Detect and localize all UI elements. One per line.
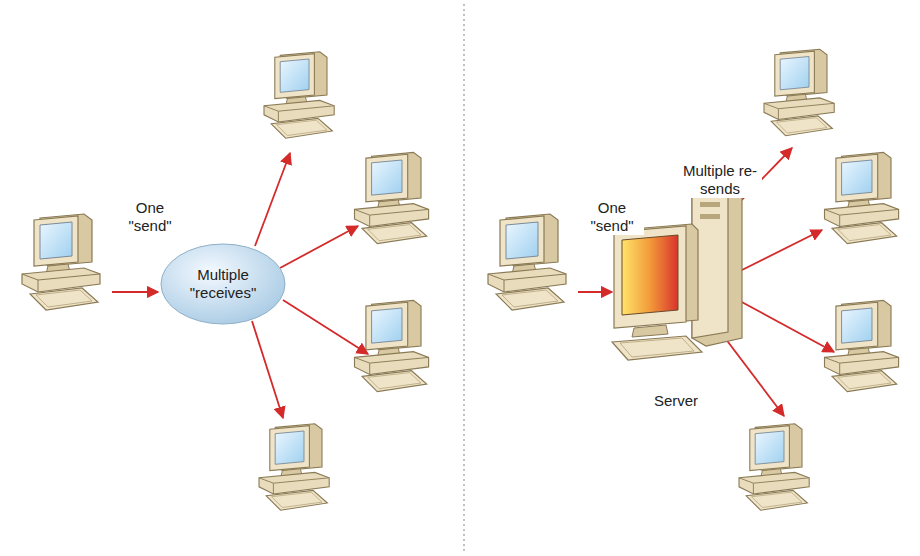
divider-line [463, 4, 464, 552]
node-text: Multiple "receives" [175, 266, 271, 302]
computer-icons [22, 49, 899, 510]
note-label: One "send" [118, 199, 182, 235]
server-label: Server [606, 392, 746, 410]
receive-ellipse: Multiple "receives" [160, 243, 286, 325]
note-label: Multiple re-sends [678, 162, 762, 198]
note-label: One "send" [580, 199, 644, 235]
arrows [112, 148, 834, 418]
